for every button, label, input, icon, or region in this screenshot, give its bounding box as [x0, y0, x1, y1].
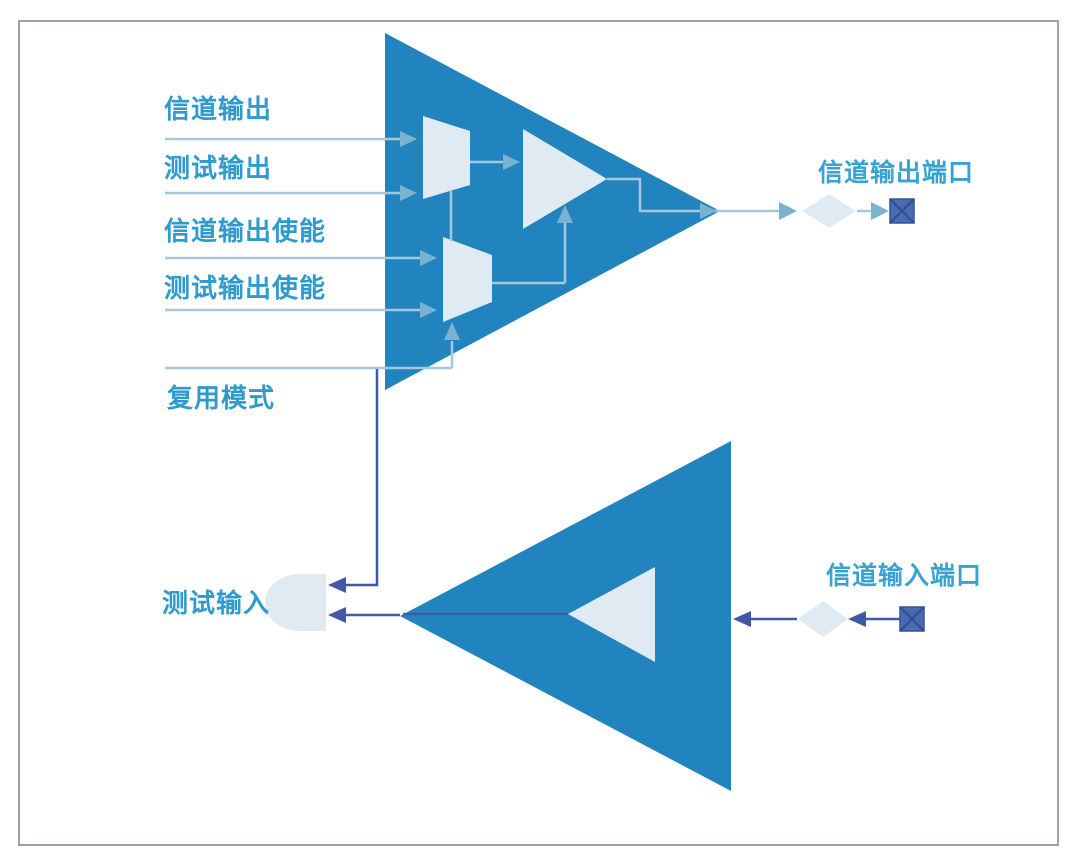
arrow-right-icon: [503, 154, 520, 170]
port-pad-icon: [889, 198, 915, 224]
test-input-label: 测试输入: [162, 588, 271, 618]
input-buffer-icon: [568, 567, 655, 662]
arrow-left-icon: [328, 577, 346, 593]
output-port-label: 信道输出端口: [818, 159, 975, 187]
arrow-left-icon: [733, 611, 751, 627]
port-pad-icon: [899, 606, 925, 632]
arrow-right-icon: [420, 250, 437, 266]
input-label-channel-output: 信道输出: [164, 94, 273, 124]
wire-mux-mode: [165, 341, 454, 370]
arrow-right-icon: [779, 202, 797, 220]
input-label-test-output: 测试输出: [164, 153, 273, 183]
wire-mode-branch-down: [346, 369, 379, 587]
input-stage-triangle: [400, 441, 731, 791]
arrow-up-icon: [557, 205, 573, 223]
arrow-right-icon: [400, 131, 417, 147]
output-enable-mux-icon: [443, 237, 492, 322]
output-data-mux-icon: [423, 116, 470, 199]
arrow-right-icon: [871, 202, 889, 220]
pin-diamond-icon: [802, 194, 856, 228]
wire-enable-mux-out: [492, 223, 567, 285]
arrow-left-icon: [848, 611, 866, 627]
test-input-gate-icon: [265, 574, 326, 631]
pin-diamond-icon: [798, 601, 848, 637]
input-label-channel-output-enable: 信道输出使能: [164, 216, 327, 246]
arrow-right-icon: [420, 302, 437, 318]
arrow-left-icon: [328, 607, 346, 623]
input-label-mux-mode: 复用模式: [167, 383, 276, 413]
arrow-right-icon: [700, 203, 717, 219]
input-label-test-output-enable: 测试输出使能: [164, 273, 327, 303]
arrow-up-icon: [444, 322, 460, 340]
wire-buffer-out: [607, 177, 701, 213]
input-port-label: 信道输入端口: [826, 562, 983, 590]
output-buffer-icon: [523, 129, 607, 229]
arrow-right-icon: [400, 185, 417, 201]
